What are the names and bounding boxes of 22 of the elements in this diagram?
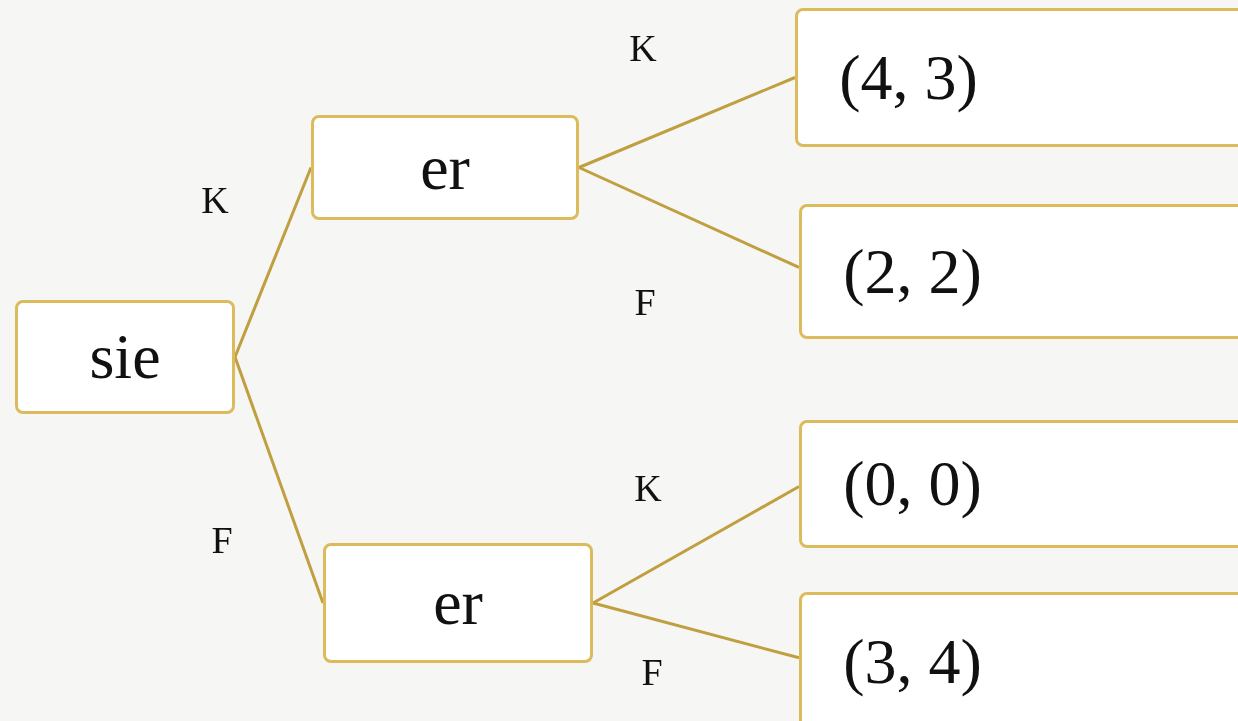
edge-label: K (629, 29, 657, 67)
node-box (799, 592, 1238, 721)
node-box (799, 420, 1238, 548)
node-box (323, 543, 593, 663)
edge-label: F (211, 521, 233, 559)
node-text: er (420, 135, 470, 200)
connector-line (592, 485, 800, 605)
node-box (15, 300, 235, 414)
node-box (799, 204, 1238, 339)
node-text: sie (89, 325, 161, 389)
node-text: er (433, 571, 483, 635)
connector-line (233, 166, 313, 358)
edge-label: K (201, 181, 229, 219)
edge-label: K (634, 469, 662, 507)
node-box (795, 8, 1238, 147)
edge-label: F (641, 653, 663, 691)
connector-line (578, 76, 796, 169)
edge-label: F (634, 283, 656, 321)
connector-line (233, 356, 325, 604)
connector-line (592, 601, 800, 660)
connector-line (578, 166, 800, 269)
node-box (311, 115, 579, 220)
